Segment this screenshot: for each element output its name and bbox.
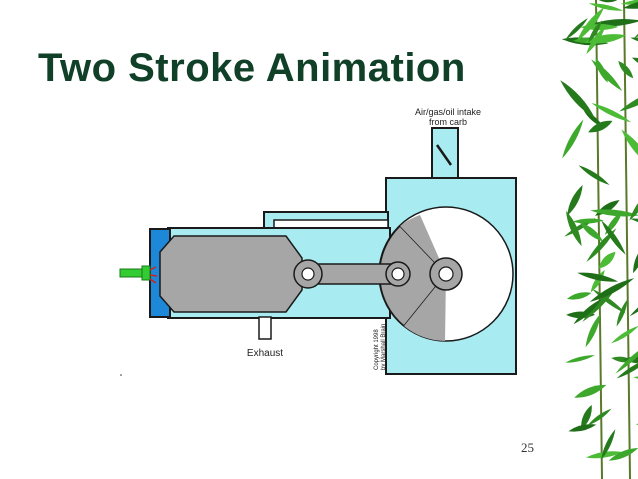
intake-label-line2: from carb [429, 117, 467, 127]
page-number: 25 [521, 440, 534, 455]
spark-plug-icon [119, 265, 158, 284]
intake-label: Air/gas/oil intake [415, 107, 481, 117]
copyright-label-line2: by Marshall Brain [381, 324, 387, 370]
piston [159, 235, 303, 313]
copyright-label: Copyright 1998 [374, 329, 380, 370]
intake-tube [431, 127, 459, 181]
page-title: Two Stroke Animation [38, 46, 466, 90]
intake-reed-valve [435, 144, 453, 166]
exhaust-port [258, 316, 272, 340]
exhaust-label: Exhaust [247, 348, 283, 359]
